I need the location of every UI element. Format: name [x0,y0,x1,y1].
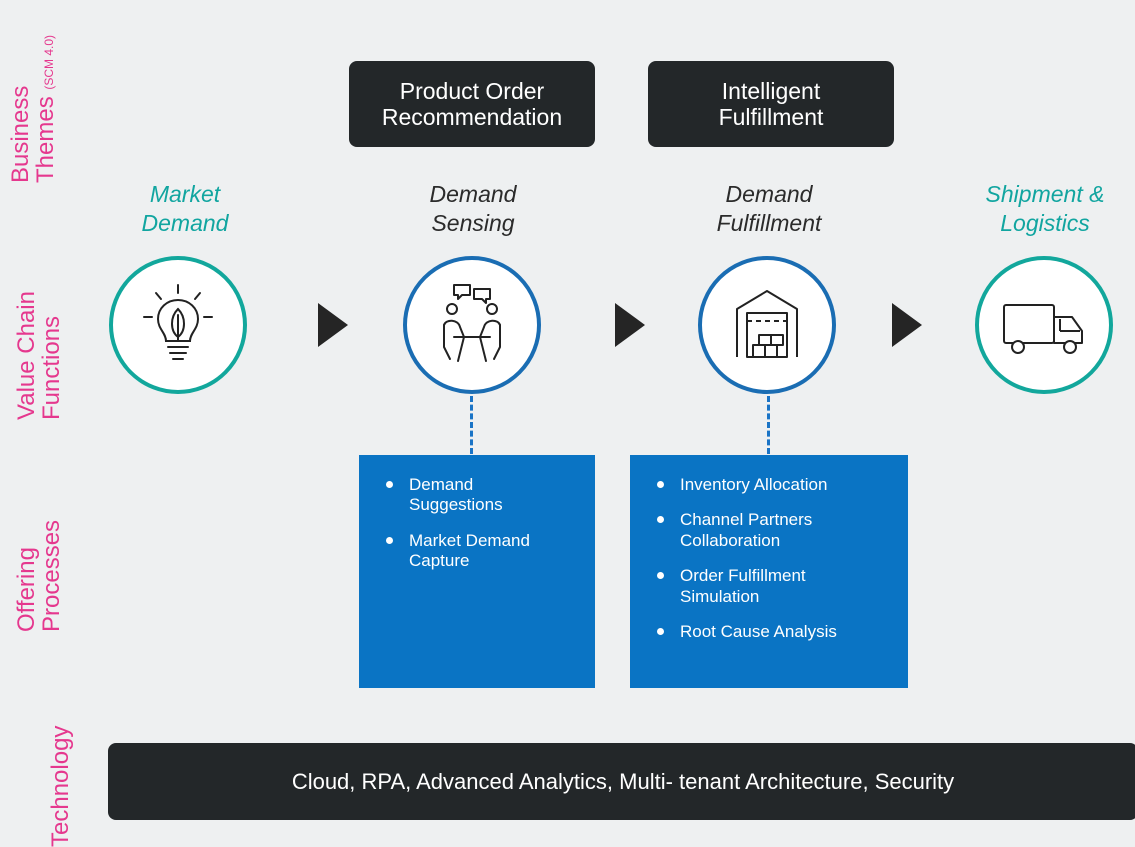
func-title-demand-fulfillment: Demand Fulfillment [679,180,859,238]
theme-box-product-order: Product Order Recommendation [349,61,595,147]
process-list: Inventory Allocation Channel Partners Co… [654,475,884,642]
theme-line1: Intelligent [721,77,821,104]
row-label-offering: Offering Processes [13,519,66,632]
arrow-2 [615,303,645,347]
func-title-line1: Demand [429,181,517,207]
connector-demand-fulfillment [767,396,770,454]
list-item: Inventory Allocation [654,475,884,495]
func-title-market-demand: Market Demand [95,180,275,238]
list-item: Order Fulfillment Simulation [654,566,860,607]
list-item: Market Demand Capture [383,531,569,572]
technology-bar: Cloud, RPA, Advanced Analytics, Multi- t… [108,743,1135,820]
circle-shipment-logistics [975,256,1113,394]
list-item: Demand Suggestions [383,475,529,516]
func-title-line2: Fulfillment [716,209,822,236]
func-title-line1: Demand [725,181,813,207]
arrow-3 [892,303,922,347]
row-label-value-chain: Value Chain Functions [13,291,66,420]
func-title-line2: Demand [141,209,229,236]
connector-demand-sensing [470,396,473,454]
business-themes-line1: Business [7,85,34,183]
func-title-line2: Sensing [431,209,515,236]
business-themes-note: (SCM 4.0) [42,34,57,90]
lightbulb-leaf-icon [143,284,213,360]
warehouse-icon [736,290,798,358]
func-title-line1: Market [149,181,221,207]
func-title-demand-sensing: Demand Sensing [383,180,563,238]
theme-line2: Fulfillment [718,104,824,130]
row-label-technology: Technology [47,725,74,847]
offering-line1: Offering [13,547,40,632]
theme-box-intelligent-fulfillment: Intelligent Fulfillment [648,61,894,147]
func-title-shipment-logistics: Shipment & Logistics [955,180,1135,238]
circle-market-demand [109,256,247,394]
process-list: Demand Suggestions Market Demand Capture [383,475,571,572]
row-label-business-themes: Business Themes (SCM 4.0) [7,34,60,183]
process-box-demand-fulfillment: Inventory Allocation Channel Partners Co… [630,455,908,688]
func-title-line1: Shipment & [985,181,1105,207]
technology-label: Technology [47,725,74,847]
func-title-line2: Logistics [1000,209,1090,236]
value-chain-line1: Value Chain [13,291,40,420]
offering-line2: Processes [38,519,66,632]
list-item: Channel Partners Collaboration [654,510,860,551]
circle-demand-fulfillment [698,256,836,394]
truck-icon [1003,304,1083,354]
circle-demand-sensing [403,256,541,394]
value-chain-line2: Functions [38,315,66,420]
meeting-people-icon [443,284,501,362]
theme-line1: Product Order [399,77,545,104]
list-item: Root Cause Analysis [654,622,884,642]
technology-text: Cloud, RPA, Advanced Analytics, Multi- t… [291,768,955,794]
process-box-demand-sensing: Demand Suggestions Market Demand Capture [359,455,595,688]
theme-line2: Recommendation [381,104,563,130]
arrow-1 [318,303,348,347]
business-themes-line2: Themes [32,96,60,183]
